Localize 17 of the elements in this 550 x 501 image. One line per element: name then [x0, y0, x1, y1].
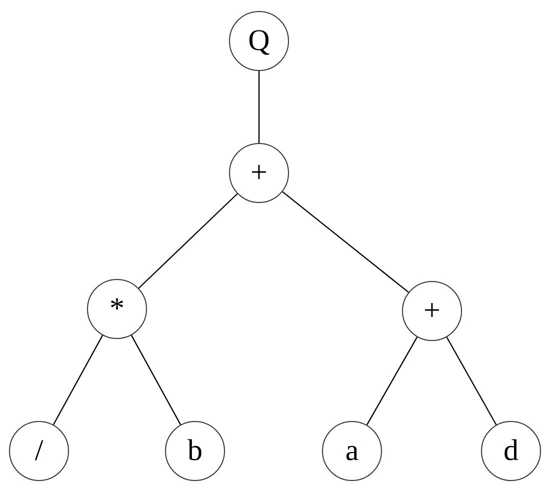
- tree-edge: [366, 336, 418, 426]
- node-label: *: [110, 294, 124, 324]
- node-label: Q: [248, 26, 270, 56]
- tree-edge: [282, 191, 409, 293]
- tree-node-circle: [229, 143, 289, 203]
- node-label: d: [504, 436, 518, 466]
- tree-edge: [258, 71, 260, 143]
- node-label: b: [188, 436, 202, 466]
- node-label: a: [345, 436, 359, 466]
- node-label: /: [34, 436, 44, 466]
- node-label: +: [250, 158, 268, 188]
- tree-edge: [138, 193, 238, 289]
- tree-node-circle: [87, 279, 147, 339]
- tree-edge: [52, 335, 104, 425]
- tree-edge: [130, 335, 182, 425]
- tree-edge: [446, 336, 497, 426]
- node-label: +: [424, 296, 440, 326]
